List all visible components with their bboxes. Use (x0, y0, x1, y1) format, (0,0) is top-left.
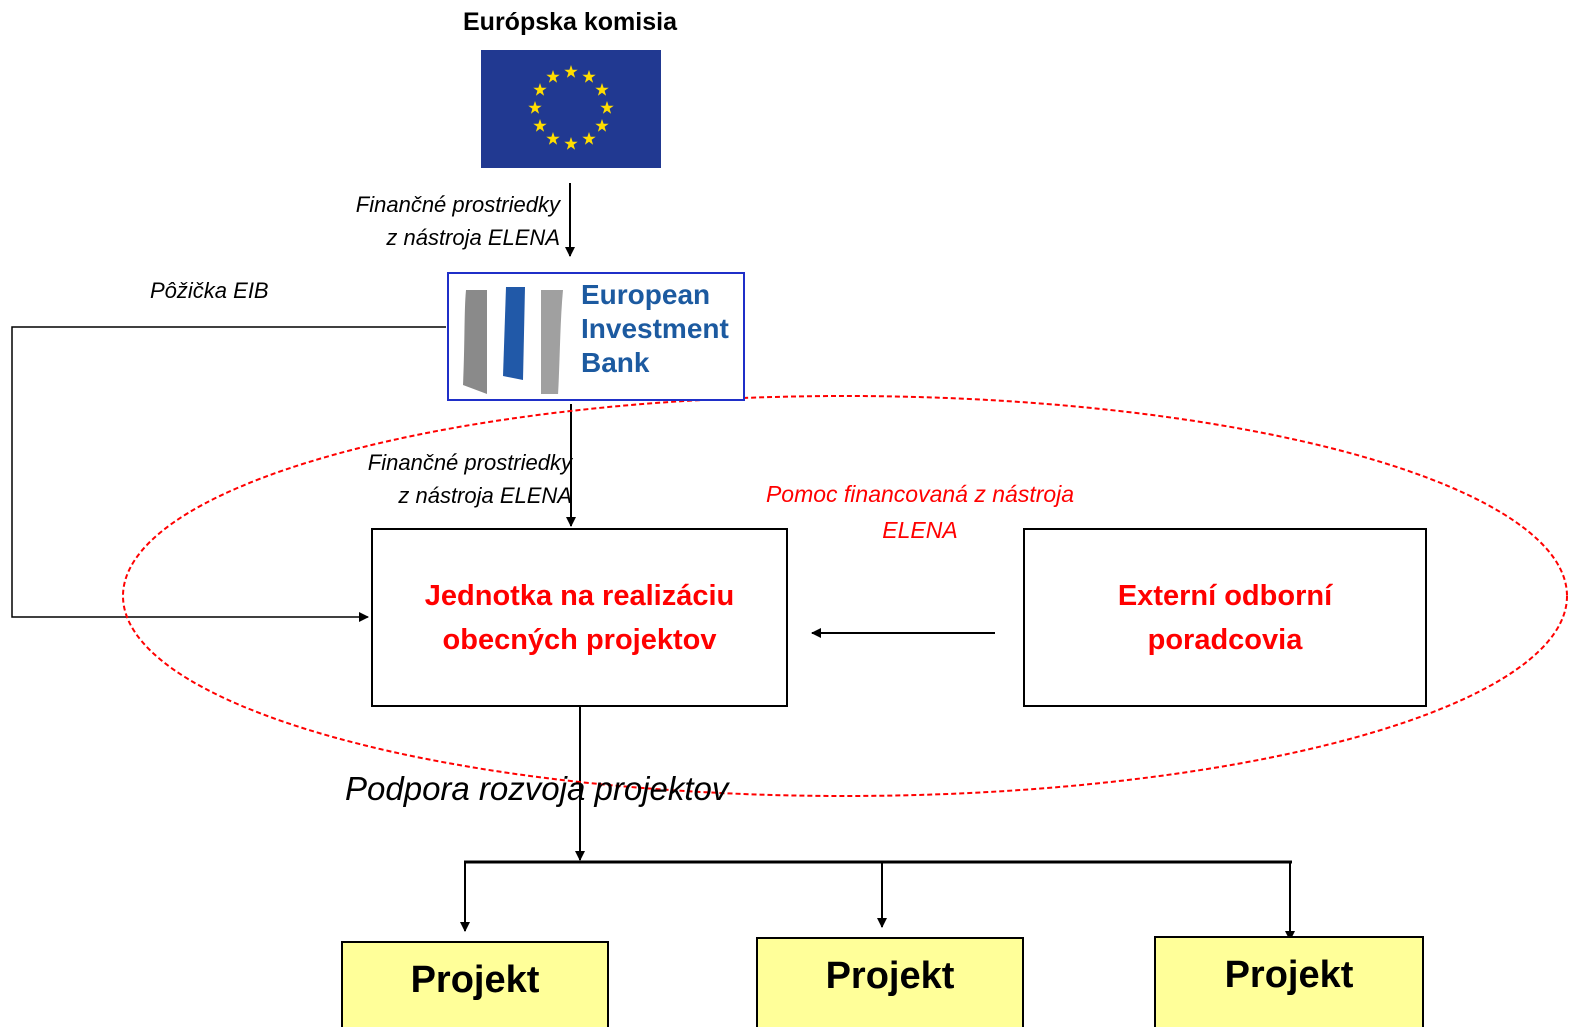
project-support-label: Podpora rozvoja projektov (345, 770, 729, 807)
project-node-3: Projekt (1154, 936, 1424, 1027)
assistance-label-line1: Pomoc financovaná z nástroja (765, 481, 1075, 507)
eu-flag-icon (481, 50, 661, 168)
project-node-1: Projekt (341, 941, 609, 1027)
funding-label-top-line2: z nástroja ELENA (386, 225, 560, 250)
implementation-unit-line2: obecných projektov (442, 623, 717, 656)
eib-node: European Investment Bank (447, 272, 745, 401)
eib-name-line2: Investment (581, 313, 729, 344)
eib-logo-icon (463, 287, 563, 394)
implementation-unit-node: Jednotka na realizáciu obecných projekto… (371, 528, 788, 707)
implementation-unit-line1: Jednotka na realizáciu (424, 579, 735, 612)
funding-label-mid-line1: Finančné prostriedky (367, 450, 572, 475)
project-3-label: Projekt (1224, 954, 1354, 996)
connector-eib-loan (11, 326, 446, 622)
project-1-label: Projekt (410, 959, 540, 1001)
eib-name-line3: Bank (581, 347, 650, 378)
eib-name-line1: European (581, 279, 711, 310)
eib-loan-label: Pôžička EIB (150, 278, 269, 303)
external-experts-line1: Externí odborní (1117, 579, 1333, 612)
elena-scope-ellipse (122, 395, 1568, 797)
funding-label-mid-line2: z nástroja ELENA (398, 483, 572, 508)
eu-stars-icon (528, 65, 614, 150)
ec-title: Európska komisia (463, 8, 677, 36)
funding-label-top: Finančné prostriedky z nástroja ELENA (268, 188, 560, 254)
funding-label-mid: Finančné prostriedky z nástroja ELENA (290, 446, 572, 512)
project-node-2: Projekt (756, 937, 1024, 1027)
funding-label-top-line1: Finančné prostriedky (355, 192, 560, 217)
assistance-label-line2: ELENA (882, 517, 958, 543)
external-experts-line2: poradcovia (1147, 623, 1303, 656)
assistance-label: Pomoc financovaná z nástroja ELENA (700, 476, 1140, 548)
external-experts-node: Externí odborní poradcovia (1023, 528, 1427, 707)
project-2-label: Projekt (825, 955, 955, 997)
